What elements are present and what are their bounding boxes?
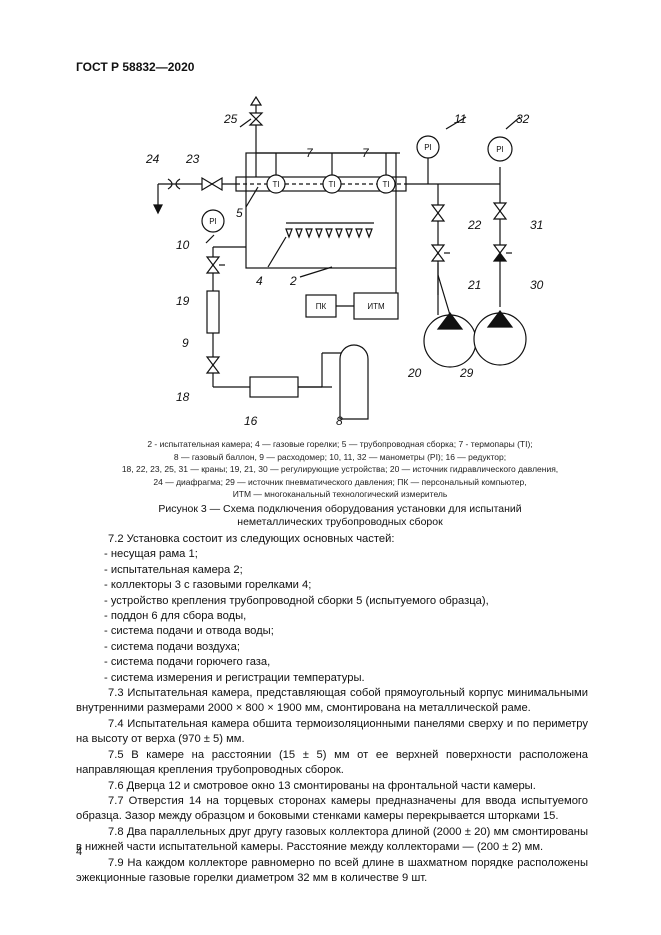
- callout-label: 21: [467, 278, 481, 292]
- callout-label: 18: [176, 390, 190, 404]
- page-number: 4: [76, 846, 83, 858]
- gauge-10: [201, 209, 225, 233]
- thermo-label: TI: [328, 180, 335, 189]
- paragraph: 7.6 Дверца 12 и смотровое окно 13 смонти…: [108, 779, 536, 792]
- paragraph: 7.2 Установка состоит из следующих основ…: [108, 533, 395, 545]
- gauge-label: PI: [424, 143, 432, 152]
- gauge-label: PI: [209, 217, 217, 226]
- callout-label: 10: [176, 238, 190, 252]
- thermocouple-1: [266, 174, 286, 194]
- document-body: 7.2 Установка состоит из следующих основ…: [76, 532, 588, 886]
- caption-line: неметаллических трубопроводных сборок: [237, 516, 443, 528]
- gauge-label: PI: [496, 145, 504, 154]
- paragraph: 7.8 Два параллельных друг другу газовых …: [76, 825, 588, 854]
- callout-label: 31: [530, 218, 543, 232]
- pc-label: ПК: [316, 302, 327, 311]
- gauge-11: [416, 135, 440, 159]
- callout-label: 5: [236, 206, 243, 220]
- figure-caption: Рисунок 3 — Схема подключения оборудован…: [150, 503, 530, 529]
- callout-label: 8: [336, 414, 343, 428]
- legend-line: ИТМ — многоканальный технологический изм…: [232, 489, 448, 499]
- list-item: - система подачи горючего газа,: [104, 656, 271, 669]
- callout-label: 19: [176, 294, 190, 308]
- thermocouple-3: [376, 174, 396, 194]
- callout-label: 4: [256, 274, 263, 288]
- paragraph: 7.3 Испытательная камера, представляющая…: [76, 687, 588, 715]
- list-item: - система подачи воздуха;: [104, 640, 240, 653]
- callout-label: 2: [289, 274, 297, 288]
- callout-label: 7: [306, 146, 314, 160]
- legend-line: 8 — газовый баллон, 9 — расходомер; 10, …: [173, 451, 507, 462]
- gauge-32: [487, 136, 513, 162]
- callout-label: 25: [223, 112, 238, 126]
- itm-label: ИТМ: [367, 302, 385, 311]
- list-item: - система подачи и отвода воды;: [104, 625, 274, 638]
- callout-label: 29: [459, 366, 474, 380]
- list-item: - испытательная камера 2;: [104, 563, 243, 576]
- legend-line: 2 - испытательная камера; 4 — газовые го…: [147, 439, 533, 449]
- figure-legend: 2 - испытательная камера; 4 — газовые го…: [110, 438, 570, 501]
- paragraph: 7.4 Испытательная камера обшита термоизо…: [76, 717, 588, 746]
- caption-line: Рисунок 3 — Схема подключения оборудован…: [158, 503, 522, 515]
- callout-label: 30: [530, 278, 544, 292]
- callout-label: 32: [516, 112, 530, 126]
- equipment-connection-diagram: PI PI PI TI TI TI ПК ИТМ 25 24 23 7 7 11…: [145, 95, 544, 428]
- thermo-label: TI: [272, 180, 279, 189]
- list-item: - система измерения и регистрации темпер…: [104, 671, 365, 684]
- thermocouple-2: [322, 174, 342, 194]
- paragraph: 7.7 Отверстия 14 на торцевых сторонах ка…: [76, 794, 588, 823]
- list-item: - несущая рама 1;: [104, 548, 198, 561]
- legend-line: 24 — диафрагма; 29 — источник пневматиче…: [153, 476, 527, 487]
- document-header: ГОСТ Р 58832—2020: [76, 60, 195, 74]
- callout-label: 20: [407, 366, 422, 380]
- legend-line: 18, 22, 23, 25, 31 — краны; 19, 21, 30 —…: [121, 464, 559, 474]
- paragraph: 7.9 На каждом коллекторе равномерно по в…: [76, 856, 588, 884]
- callout-label: 16: [244, 414, 258, 428]
- callout-label: 9: [182, 336, 189, 350]
- callout-label: 23: [185, 152, 200, 166]
- list-item: - коллекторы 3 с газовыми горелками 4;: [104, 579, 312, 592]
- callout-label: 7: [362, 146, 370, 160]
- thermo-label: TI: [382, 180, 389, 189]
- callout-label: 24: [145, 152, 160, 166]
- test-chamber: [245, 152, 397, 269]
- paragraph: 7.5 В камере на расстоянии (15 ± 5) мм о…: [76, 748, 588, 777]
- list-item: - поддон 6 для сбора воды,: [104, 610, 247, 623]
- list-item: - устройство крепления трубопроводной сб…: [104, 594, 489, 607]
- callout-label: 22: [467, 218, 482, 232]
- callout-label: 11: [454, 112, 466, 126]
